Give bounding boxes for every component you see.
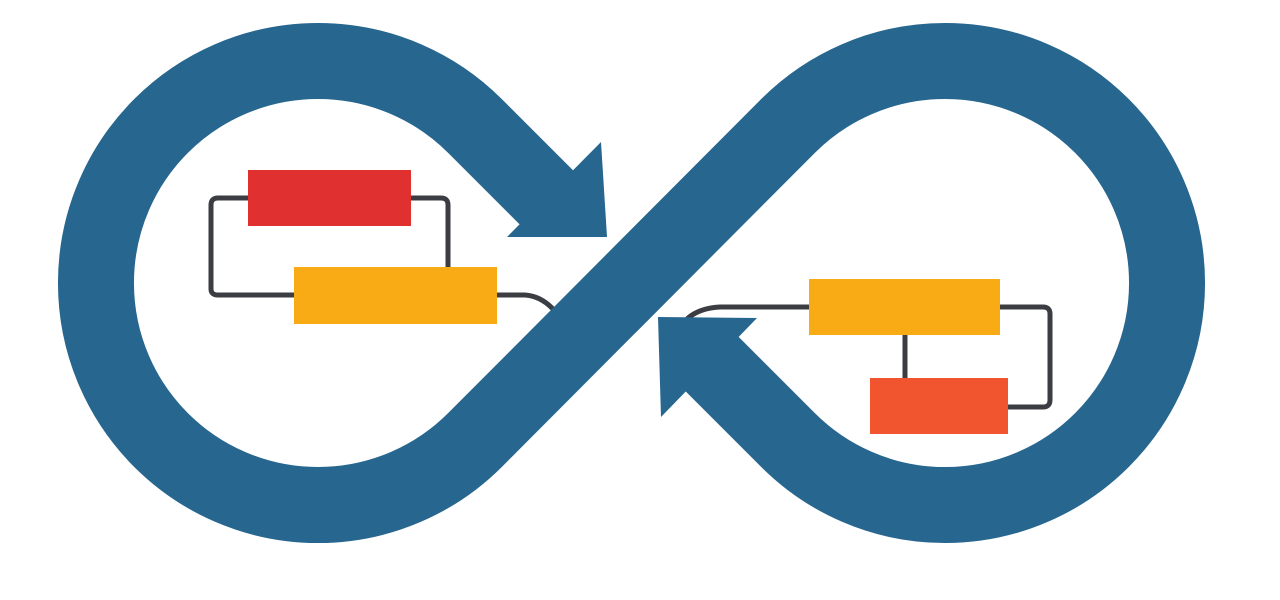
right-connector-outer	[997, 304, 1053, 410]
right-yellow-block	[809, 279, 1000, 335]
infinity-loop-icon	[58, 23, 1205, 543]
right-arrowhead-icon	[658, 317, 757, 417]
connectors	[208, 195, 1053, 410]
right-connector-entry	[685, 304, 812, 321]
left-red-block	[248, 170, 411, 226]
left-yellow-block	[294, 267, 497, 324]
left-connector-inner	[408, 195, 451, 270]
left-arrowhead-icon	[507, 142, 607, 237]
left-connector-outer	[208, 195, 297, 298]
right-orange-block	[870, 378, 1008, 434]
left-connector-exit	[494, 292, 555, 311]
